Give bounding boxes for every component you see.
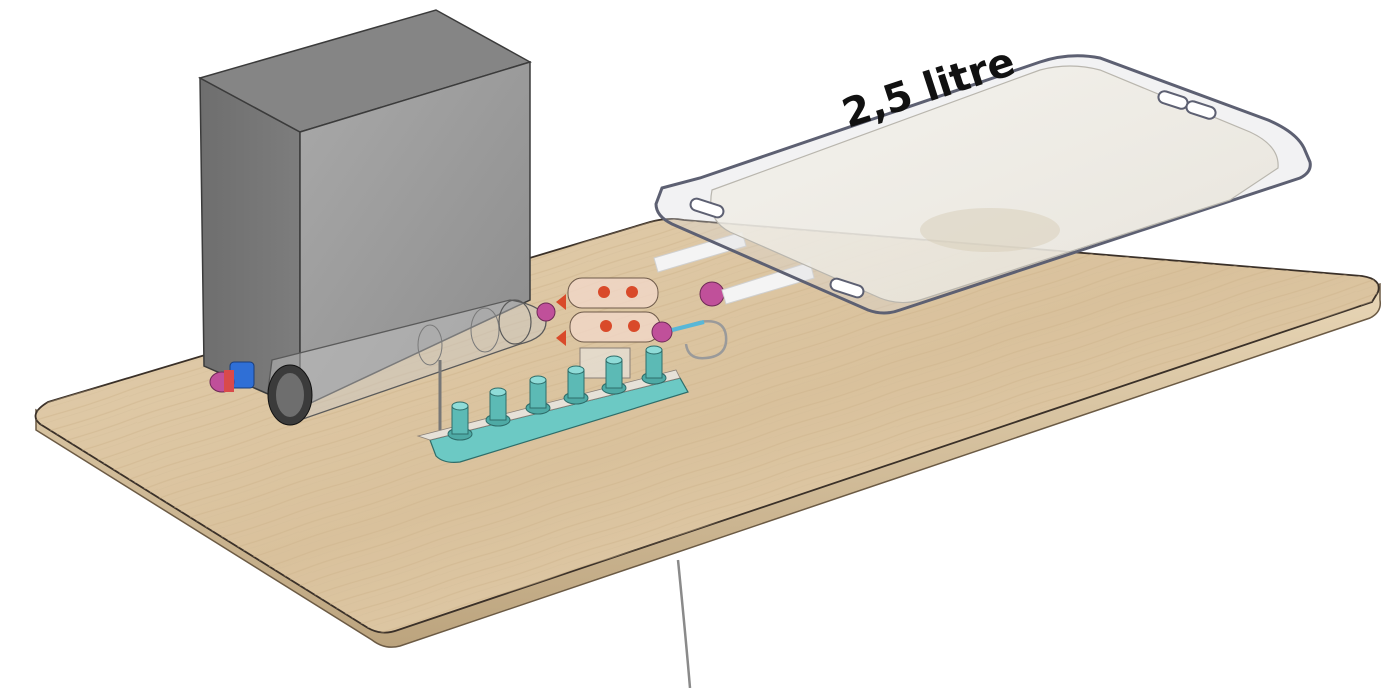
manifold-port <box>447 401 473 441</box>
connector-cap-icon <box>536 302 556 322</box>
manifold-ports <box>447 345 667 441</box>
manifold-port <box>601 355 627 395</box>
cylinder-chamber <box>267 299 547 430</box>
manifold-port <box>525 375 551 415</box>
fluid-bag: 2,5 litre <box>654 39 1312 315</box>
inlet-fitting <box>209 361 255 393</box>
manifold-port <box>563 365 589 405</box>
manifold-port <box>485 387 511 427</box>
bag-port-cap-icon <box>699 281 725 307</box>
power-cable <box>676 559 692 688</box>
manifold-port <box>641 345 667 385</box>
tubing <box>671 320 728 360</box>
tube-cap-icon <box>651 321 673 343</box>
bag-pouch <box>710 65 1279 304</box>
check-valves <box>556 277 661 379</box>
